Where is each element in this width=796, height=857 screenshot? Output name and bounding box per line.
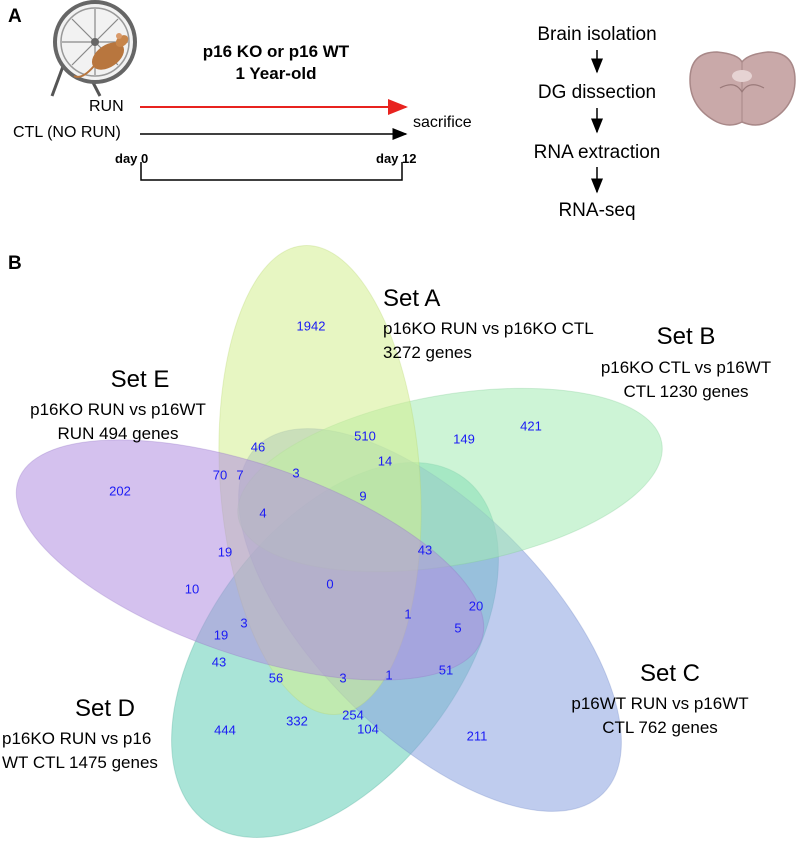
venn-region-count: 254 [342,707,364,722]
experiment-title-line2: 1 Year-old [235,64,317,83]
sacrifice-label: sacrifice [413,114,472,131]
venn-region-count: 1 [404,606,411,621]
venn-region-count: 20 [469,598,483,613]
venn-region-count: 3 [339,670,346,685]
set-e-desc-line1: p16KO RUN vs p16WT [30,400,206,419]
set-c-desc-line2: CTL 762 genes [602,718,718,737]
venn-region-count: 51 [439,662,453,677]
venn-region-count: 202 [109,483,131,498]
ctl-label: CTL (NO RUN) [13,124,121,141]
venn-region-count: 332 [286,713,308,728]
set-d-ellipse [171,462,499,838]
set-c-ellipse [238,428,622,812]
venn-region-count: 56 [269,670,283,685]
set-a-title: Set A [383,285,441,312]
venn-region-count: 104 [357,721,379,736]
venn-region-count: 9 [359,488,366,503]
venn-region-count: 10 [185,581,199,596]
venn-region-count: 19 [214,627,228,642]
venn-region-count: 5 [454,620,461,635]
panel-a-label: A [8,6,22,27]
experiment-title-line1: p16 KO or p16 WT [202,42,350,61]
set-c-desc-line1: p16WT RUN vs p16WT [571,694,749,713]
mouse-icon [73,33,129,78]
venn-region-count: 70 [213,467,227,482]
workflow-step-2: DG dissection [537,82,657,103]
venn-region-count: 1 [385,667,392,682]
set-a-desc-line1: p16KO RUN vs p16KO CTL [383,319,594,338]
workflow-step-4: RNA-seq [558,200,636,221]
brain-section-icon [689,51,796,126]
workflow-step-3: RNA extraction [533,142,661,163]
day-start-label: day 0 [115,151,149,166]
set-c-title: Set C [639,660,701,687]
workflow-step-1: Brain isolation [537,24,657,45]
venn-region-count: 43 [212,654,226,669]
set-e-desc-line2: RUN 494 genes [57,424,179,443]
venn-region-count: 444 [214,722,236,737]
set-e-title: Set E [110,366,170,393]
venn-region-count: 211 [467,728,488,743]
venn-region-count: 3 [240,615,247,630]
set-b-title: Set B [656,323,716,350]
day-end-label: day 12 [376,151,417,166]
set-d-desc-line2: WT CTL 1475 genes [2,753,158,772]
venn-region-count: 19 [218,544,232,559]
venn-region-count: 14 [378,453,392,468]
venn-region-count: 0 [326,576,333,591]
set-d-desc-line1: p16KO RUN vs p16 [2,729,152,748]
venn-region-count: 43 [418,542,432,557]
panel-b-label: B [8,253,22,274]
run-label: RUN [89,98,124,115]
wheel-icon [50,0,137,97]
venn-region-count: 4 [259,505,266,520]
venn-region-count: 510 [354,428,376,443]
venn-region-count: 7 [236,467,243,482]
set-b-desc-line2: CTL 1230 genes [623,382,749,401]
set-b-desc-line1: p16KO CTL vs p16WT [600,358,772,377]
venn-region-count: 421 [520,418,542,433]
venn-region-count: 149 [453,431,475,446]
day-bracket [140,162,403,181]
set-a-desc-line2: 3272 genes [383,343,472,362]
set-d-title: Set D [74,695,136,722]
venn-region-count: 3 [292,465,299,480]
venn-region-count: 1942 [297,318,326,333]
venn-region-count: 46 [251,439,265,454]
